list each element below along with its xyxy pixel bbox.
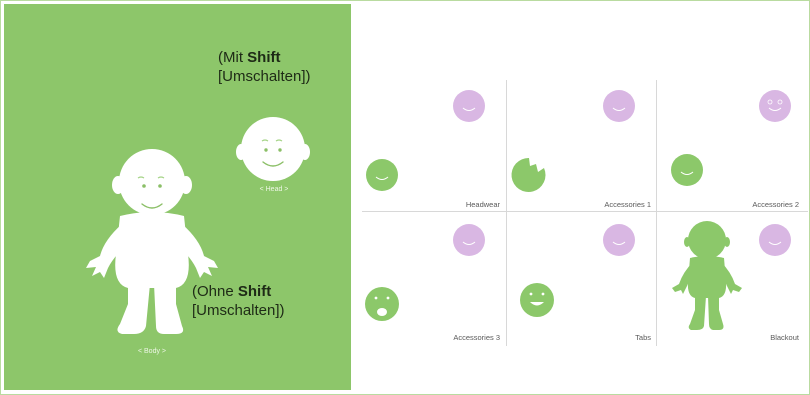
- grid-cell-blackout[interactable]: Blackout: [657, 212, 808, 346]
- grid-divider: [506, 80, 507, 346]
- grid-divider: [656, 80, 657, 346]
- cell-label-accessories-2: Accessories 2: [752, 200, 799, 209]
- grid-cell-accessories-1[interactable]: Accessories 1: [507, 80, 656, 211]
- grid-cell-accessories-3[interactable]: Accessories 3: [362, 212, 506, 346]
- body-figure-icon[interactable]: [4, 4, 351, 390]
- grid-cell-headwear[interactable]: Headwear: [362, 80, 506, 211]
- avatar-category-grid: Headwear Accessories 1 Accessories 2: [362, 80, 808, 346]
- cell-label-accessories-1: Accessories 1: [604, 200, 651, 209]
- cell-label-tabs: Tabs: [635, 333, 651, 342]
- character-panel: (Mit Shift [Umschalten]) < Head > (Ohne …: [4, 4, 351, 390]
- cell-label-accessories-3: Accessories 3: [453, 333, 500, 342]
- shift-key-label: Shift: [237, 283, 272, 300]
- body-label: < Body >: [137, 348, 167, 355]
- head-label: < Head >: [259, 186, 289, 193]
- head-figure-icon[interactable]: [4, 4, 351, 390]
- without-shift-note: (Ohne Shift [Umschalten]): [192, 283, 285, 319]
- grid-cell-accessories-2[interactable]: Accessories 2: [657, 80, 808, 211]
- shift-key-label: Shift: [247, 49, 281, 66]
- cell-label-headwear: Headwear: [465, 200, 500, 209]
- grid-divider: [362, 211, 808, 212]
- with-shift-note: (Mit Shift [Umschalten]): [218, 49, 311, 85]
- cell-label-blackout: Blackout: [770, 333, 799, 342]
- grid-cell-tabs[interactable]: Tabs: [507, 212, 656, 346]
